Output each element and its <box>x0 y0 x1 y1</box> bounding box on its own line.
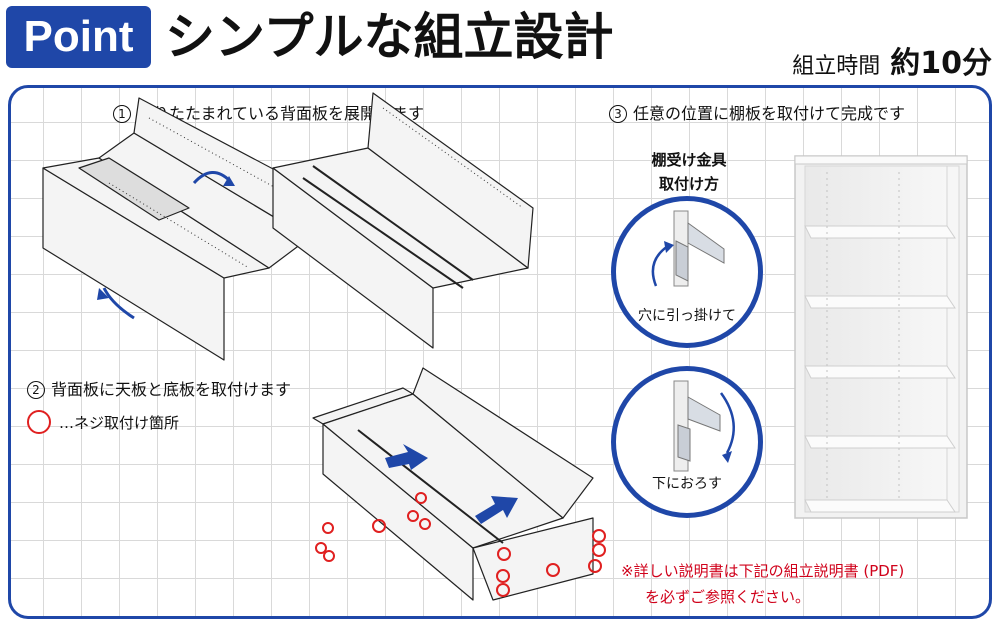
step-1-number: 1 <box>113 105 131 123</box>
bracket-lower-bubble: 下におろす <box>611 366 763 518</box>
unfolded-back-panel-illustration <box>272 92 534 349</box>
page-title: シンプルな組立設計 <box>165 8 614 66</box>
bracket-title-line2: 取付け方 <box>658 175 719 193</box>
manual-note: ※詳しい説明書は下記の組立説明書 (PDF) を必ずご参照ください。 <box>621 558 904 610</box>
step-2-text: 背面板に天板と底板を取付けます <box>51 380 292 399</box>
manual-note-line1: ※詳しい説明書は下記の組立説明書 (PDF) <box>621 562 905 580</box>
assembly-time: 組立時間 約10分 <box>792 38 992 81</box>
top-bottom-board-illustration <box>312 367 606 601</box>
assembly-time-value: 約10分 <box>890 46 992 81</box>
finished-shelf-illustration <box>794 155 968 519</box>
bracket-lower-icon <box>673 380 735 472</box>
bracket-title-line1: 棚受け金具 <box>651 151 727 169</box>
screw-marker-icon <box>27 410 51 434</box>
bracket-hook-icon <box>651 210 725 287</box>
bracket-lower-caption: 下におろす <box>652 476 722 492</box>
point-badge: Point <box>6 6 151 68</box>
screw-legend: …ネジ取付け箇所 <box>27 410 179 434</box>
bracket-title: 棚受け金具 取付け方 <box>629 148 749 196</box>
header: Point シンプルな組立設計 組立時間 約10分 <box>0 0 1000 85</box>
step-3-text: 任意の位置に棚板を取付けて完成です <box>633 104 906 123</box>
step-1-label: 1 折りたたまれている背面板を展開します <box>113 100 424 124</box>
step-2-number: 2 <box>27 381 45 399</box>
folded-back-panel-illustration <box>42 97 310 361</box>
screw-legend-text: …ネジ取付け箇所 <box>59 413 180 432</box>
assembly-time-label: 組立時間 <box>792 54 881 79</box>
step-3-number: 3 <box>609 105 627 123</box>
bracket-hook-bubble: 穴に引っ掛けて <box>611 196 763 348</box>
step-2-label: 2 背面板に天板と底板を取付けます <box>27 376 291 400</box>
manual-note-line2: を必ずご参照ください。 <box>645 588 811 606</box>
instruction-panel: 1 折りたたまれている背面板を展開します <box>8 85 992 619</box>
step-1-text: 折りたたまれている背面板を展開します <box>137 104 425 123</box>
step-3-label: 3 任意の位置に棚板を取付けて完成です <box>609 100 905 124</box>
bracket-hook-caption: 穴に引っ掛けて <box>638 308 736 324</box>
